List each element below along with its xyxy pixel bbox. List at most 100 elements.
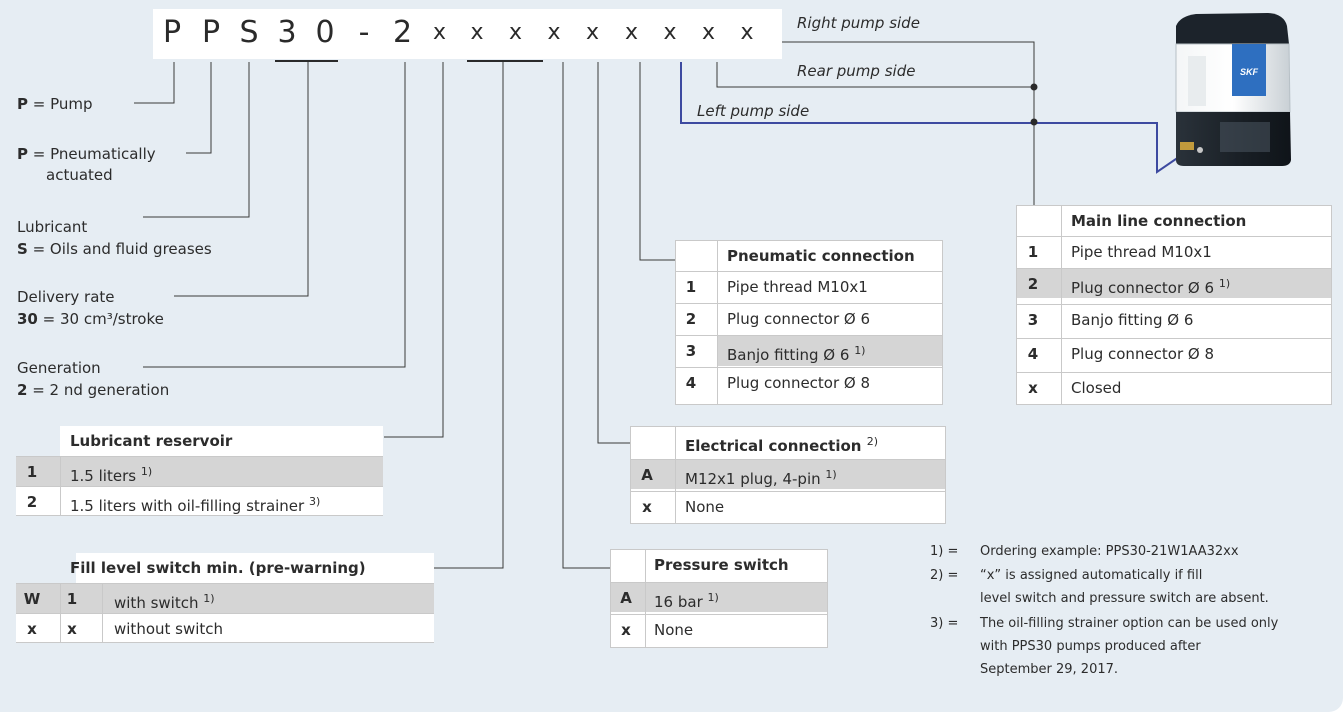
row-code: x <box>621 621 631 639</box>
row-text-value: without switch <box>114 620 224 638</box>
order-code-bar <box>153 9 782 59</box>
right-pump-side-label: Right pump side <box>797 14 920 32</box>
table-row: 3 Banjo fitting Ø 6 <box>1017 304 1331 334</box>
order-code-char: x <box>547 20 561 45</box>
row-code: x <box>1028 379 1038 397</box>
legend-delivery-eq: = 30 cm³/stroke <box>42 310 164 328</box>
row-text: Plug connector Ø 6 <box>727 310 871 328</box>
row-text: Pipe thread M10x1 <box>727 278 868 296</box>
footnote-3-line: The oil-filling strainer option can be u… <box>980 616 1279 631</box>
legend-pneumatic-line2: actuated <box>46 166 113 184</box>
row-code: 2 <box>685 310 697 328</box>
row-code: 4 <box>685 374 697 392</box>
row-text: without switch <box>114 614 223 644</box>
underline-30 <box>275 60 338 62</box>
row-code: x <box>27 620 37 638</box>
order-code-char: x <box>663 20 677 45</box>
row-text: Plug connector Ø 8 <box>1071 345 1215 363</box>
row-text: with switch 1) <box>114 584 215 614</box>
table-row: 1 Pipe thread M10x1 <box>676 271 942 301</box>
table-title-note: 2) <box>866 435 878 448</box>
table-title-text: Electrical connection <box>685 437 862 455</box>
table-row: 1 1.5 liters 1) <box>16 456 383 486</box>
legend-pneumatic: P = Pneumatically <box>17 145 156 163</box>
table-title: Electrical connection 2) <box>685 427 878 457</box>
table-title: Pneumatic connection <box>727 247 915 265</box>
table-title: Main line connection <box>1071 212 1247 230</box>
order-code-char: S <box>239 15 259 50</box>
table-title: Pressure switch <box>654 556 789 574</box>
table-pneumatic-connection: Pneumatic connection 1 Pipe thread M10x1… <box>675 240 943 405</box>
table-row: 4 Plug connector Ø 8 <box>676 367 942 397</box>
legend-lubricant-title: Lubricant <box>17 218 88 236</box>
row-code: 3 <box>1027 311 1039 329</box>
table-electrical-connection: Electrical connection 2) A M12x1 plug, 4… <box>630 426 946 524</box>
legend-generation-eq: = 2 nd generation <box>32 381 170 399</box>
legend-delivery: 30 = 30 cm³/stroke <box>17 310 164 328</box>
row-text: Closed <box>1071 379 1122 397</box>
row-note: 1) <box>140 465 153 478</box>
leader-rear-side <box>716 62 1034 88</box>
order-code-char: P <box>162 15 182 50</box>
leader-electrical <box>597 62 630 444</box>
legend-pneumatic-eq: = Pneumatically <box>32 145 156 163</box>
row-code: A <box>620 589 632 607</box>
footnote-3-line: September 29, 2017. <box>980 662 1119 677</box>
footnote-2-line: “x” is assigned automatically if fill <box>980 568 1203 583</box>
junction-left <box>1030 118 1038 126</box>
table-row: 2 1.5 liters with oil-filling strainer 3… <box>16 486 383 516</box>
row-code: 1 <box>26 463 38 481</box>
table-row: 2 Plug connector Ø 6 <box>676 303 942 333</box>
legend-generation-key: 2 <box>17 381 28 399</box>
table-row: 4 Plug connector Ø 8 <box>1017 338 1331 368</box>
row-text: None <box>685 498 725 516</box>
footnote-2-line: level switch and pressure switch are abs… <box>980 591 1269 606</box>
footnote-1-mark: 1) = <box>930 544 959 559</box>
table-row: x None <box>611 614 827 644</box>
table-row: 1 Pipe thread M10x1 <box>1017 236 1331 266</box>
row-code2: x <box>67 620 77 638</box>
row-text-value: with switch <box>114 594 199 612</box>
junction-rear <box>1030 83 1038 91</box>
row-text-value: Plug connector Ø 6 <box>1071 279 1215 297</box>
legend-pneumatic-key: P <box>17 145 28 163</box>
order-code-char: x <box>470 20 484 45</box>
row-note: 1) <box>203 592 215 605</box>
row-code: W <box>23 590 41 608</box>
leader-pneumatic <box>186 62 212 154</box>
leader-pneumatic-conn <box>639 62 676 261</box>
row-text-value: M12x1 plug, 4-pin <box>685 470 821 488</box>
row-code: A <box>641 466 653 484</box>
row-text: Banjo fitting Ø 6 <box>1071 311 1194 329</box>
row-code: 2 <box>1027 275 1039 293</box>
order-code-char: x <box>740 20 754 45</box>
table-row: x x without switch <box>16 613 434 643</box>
rear-pump-side-label: Rear pump side <box>797 62 916 80</box>
leader-pressure <box>562 62 610 569</box>
table-fill-level-switch: Fill level switch min. (pre-warning) W 1… <box>16 553 434 646</box>
table-title: Fill level switch min. (pre-warning) <box>70 559 366 577</box>
row-note: 3) <box>309 495 321 508</box>
legend-pump-key: P <box>17 95 28 113</box>
table-row: A M12x1 plug, 4-pin 1) <box>631 459 945 489</box>
row-code: 1 <box>1027 243 1039 261</box>
row-text: 1.5 liters with oil-filling strainer 3) <box>70 487 320 517</box>
leader-delivery <box>174 62 309 297</box>
footnote-3-mark: 3) = <box>930 616 959 631</box>
row-text: Plug connector Ø 6 1) <box>1071 269 1230 299</box>
order-code-char: - <box>358 15 370 50</box>
table-row: 3 Banjo fitting Ø 6 1) <box>676 335 942 366</box>
order-code-char: 2 <box>392 15 413 50</box>
order-code-char: x <box>508 20 523 45</box>
row-note: 1) <box>854 344 866 357</box>
row-text: None <box>654 621 694 639</box>
row-text: 16 bar 1) <box>654 583 719 613</box>
leader-fill-level <box>433 62 504 569</box>
legend-delivery-title: Delivery rate <box>17 288 115 306</box>
underline-reservoir-fill <box>467 60 543 62</box>
row-code: 2 <box>26 493 38 511</box>
legend-pump: P = Pump <box>17 95 93 113</box>
footnote-2-mark: 2) = <box>930 568 959 583</box>
order-code-char: x <box>432 20 447 45</box>
table-main-line-connection: Main line connection 1 Pipe thread M10x1… <box>1016 205 1332 405</box>
